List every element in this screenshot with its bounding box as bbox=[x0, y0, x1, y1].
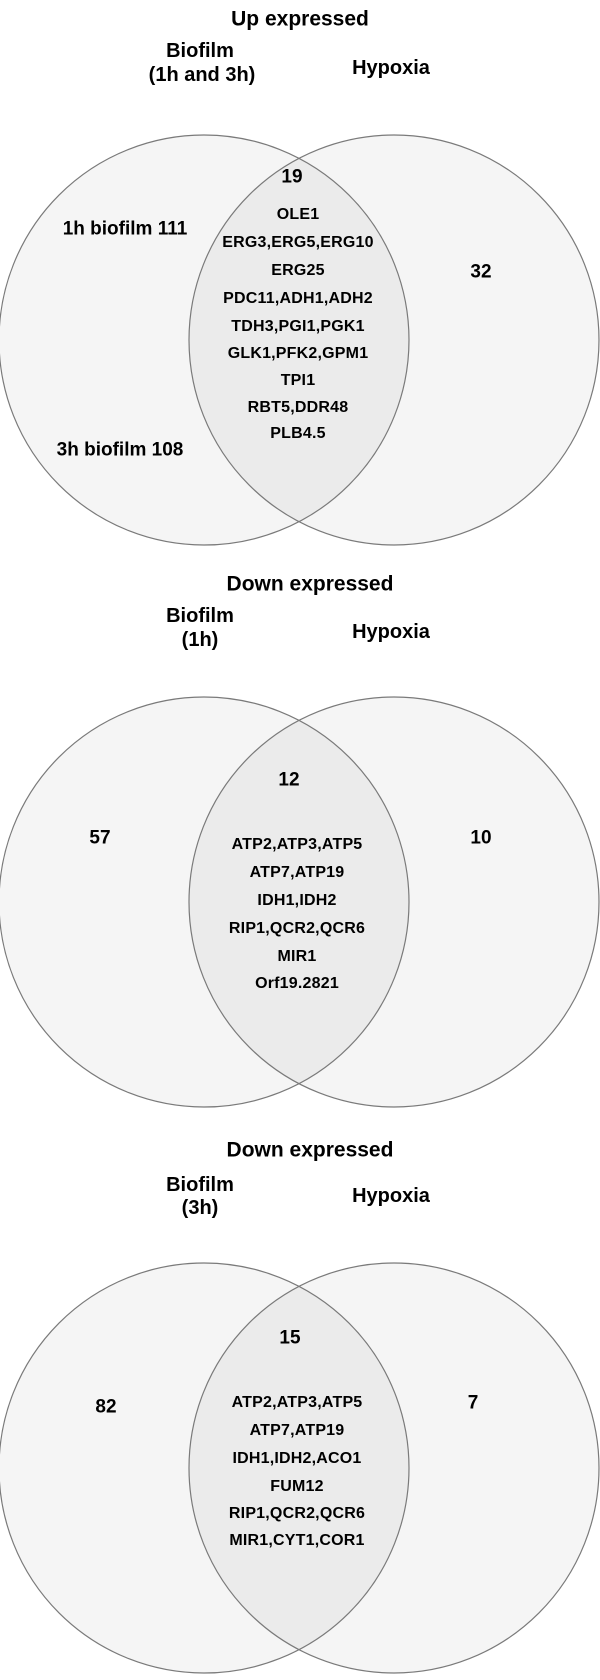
gene-line: TPI1 bbox=[280, 372, 316, 389]
venn-panel-down-1h bbox=[0, 696, 600, 1108]
left-label-bottom: 3h biofilm 108 bbox=[56, 439, 184, 461]
overlap-count: 12 bbox=[278, 769, 300, 791]
overlap-count: 15 bbox=[279, 1327, 301, 1349]
venn-left-circle-biofilm-3h bbox=[0, 1262, 410, 1674]
gene-line: ERG25 bbox=[271, 262, 325, 279]
venn-left-circle-biofilm-1h bbox=[0, 696, 410, 1108]
gene-line: MIR1 bbox=[277, 948, 317, 965]
overlap-count: 19 bbox=[281, 166, 303, 188]
panel-title: Down expressed bbox=[226, 572, 394, 596]
gene-line: RIP1,QCR2,QCR6 bbox=[228, 1505, 366, 1522]
gene-line: OLE1 bbox=[276, 206, 320, 223]
right-set-name: Hypoxia bbox=[352, 1185, 430, 1207]
left-set-name-line2: (1h and 3h) bbox=[148, 64, 256, 86]
gene-line: ATP2,ATP3,ATP5 bbox=[231, 1394, 363, 1411]
right-count: 7 bbox=[467, 1392, 479, 1414]
left-set-name-line1: Biofilm bbox=[166, 605, 234, 627]
right-count: 32 bbox=[470, 261, 492, 283]
gene-line: RIP1,QCR2,QCR6 bbox=[228, 920, 366, 937]
gene-line: Orf19.2821 bbox=[255, 975, 339, 992]
venn-panel-down-3h bbox=[0, 1262, 600, 1674]
left-set-name-line1: Biofilm bbox=[166, 1174, 234, 1196]
gene-line: PLB4.5 bbox=[270, 425, 326, 442]
left-set-name-line1: Biofilm bbox=[166, 40, 234, 62]
panel-title: Down expressed bbox=[226, 1138, 394, 1162]
gene-line: ATP7,ATP19 bbox=[249, 1422, 345, 1439]
gene-line: ATP2,ATP3,ATP5 bbox=[231, 836, 363, 853]
gene-line: RBT5,DDR48 bbox=[247, 399, 349, 416]
venn-left-circle-biofilm-up bbox=[0, 134, 410, 546]
right-set-name: Hypoxia bbox=[352, 621, 430, 643]
right-set-name: Hypoxia bbox=[352, 57, 430, 79]
left-count: 57 bbox=[89, 827, 111, 849]
left-set-name-line2: (3h) bbox=[181, 1197, 219, 1219]
venn-right-circle-hypoxia-up bbox=[188, 134, 600, 546]
gene-line: TDH3,PGI1,PGK1 bbox=[231, 318, 365, 335]
left-set-name-line2: (1h) bbox=[181, 629, 219, 651]
left-label-top: 1h biofilm 111 bbox=[62, 218, 188, 240]
venn-right-circle-hypoxia-1h bbox=[188, 696, 600, 1108]
gene-line: IDH1,IDH2 bbox=[257, 892, 337, 909]
right-count: 10 bbox=[470, 827, 492, 849]
venn-right-circle-hypoxia-3h bbox=[188, 1262, 600, 1674]
gene-line: MIR1,CYT1,COR1 bbox=[229, 1532, 365, 1549]
left-count: 82 bbox=[95, 1396, 117, 1418]
gene-line: GLK1,PFK2,GPM1 bbox=[227, 345, 369, 362]
gene-line: ATP7,ATP19 bbox=[249, 864, 345, 881]
gene-line: ERG3,ERG5,ERG10 bbox=[222, 234, 374, 251]
panel-title: Up expressed bbox=[231, 7, 369, 31]
gene-line: PDC11,ADH1,ADH2 bbox=[223, 290, 373, 307]
venn-panel-up bbox=[0, 134, 600, 546]
gene-line: FUM12 bbox=[270, 1478, 324, 1495]
gene-line: IDH1,IDH2,ACO1 bbox=[232, 1450, 362, 1467]
